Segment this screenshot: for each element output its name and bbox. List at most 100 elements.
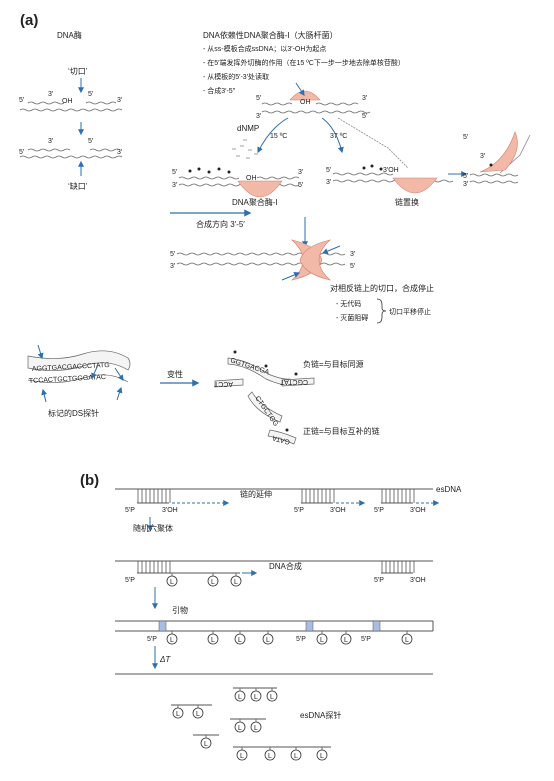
frag-ctgctgg: CTGCTGG	[253, 395, 279, 428]
label-circle	[236, 749, 248, 761]
temp-37c: 37 ºC	[330, 133, 347, 140]
r37-5: 5′	[326, 167, 332, 174]
nick-point-arrow	[295, 82, 305, 96]
nick-oh: OH	[62, 98, 73, 105]
label-circle	[340, 633, 352, 645]
l15-5: 5′	[172, 169, 178, 176]
label-circle	[234, 690, 246, 702]
stop-arrow-right	[321, 245, 341, 254]
r37-3: 3′	[326, 179, 332, 186]
label-letter: L	[170, 579, 174, 586]
label-letter: L	[238, 694, 242, 701]
r1-oh3-c: 3′OH	[410, 507, 426, 514]
rxn-3-right: 3′	[362, 95, 368, 102]
frag-acct: ACCT	[213, 380, 233, 387]
label-letter: L	[254, 725, 258, 732]
label-circle	[166, 633, 178, 645]
label-letter: L	[176, 711, 180, 718]
hexamer-label: 随机六聚体	[133, 523, 173, 533]
label-circle	[250, 721, 262, 733]
label-circle	[200, 737, 212, 749]
probe-final-label: esDNA探针	[300, 710, 341, 720]
hexamer-3	[381, 489, 415, 503]
gap-5-left: 5′	[19, 149, 25, 156]
arrow-15c	[257, 117, 289, 154]
r1-p5-b: 5′P	[294, 507, 304, 514]
cgctat-dot	[294, 372, 298, 376]
primer-label: 引物	[172, 605, 188, 615]
gata-dot	[285, 428, 289, 432]
hexamer-1	[137, 489, 171, 503]
label-circle	[192, 707, 204, 719]
label-letter: L	[270, 694, 274, 701]
label-arrow-2	[91, 364, 99, 380]
oh3-37c: 3′OH	[383, 167, 399, 174]
neg-seq: GGTGACGA	[229, 357, 270, 376]
frag-gata: GATA	[271, 434, 291, 446]
arrow-37c	[321, 117, 344, 154]
r2-p5-a: 5′P	[125, 577, 135, 584]
label-letter: L	[196, 711, 200, 718]
label-letter: L	[254, 694, 258, 701]
synth-label: DNA合成	[269, 561, 302, 571]
label-arrow-5	[116, 386, 123, 401]
label-circle	[234, 721, 246, 733]
label-circle	[250, 690, 262, 702]
stop-result: 切口平移停止	[389, 307, 431, 316]
dnase-title: DNA酶	[57, 30, 82, 40]
pol-bullet-2: - 在5′端发挥外切酶的作用（在15 ºC下一步一步地去除单核苷酸）	[203, 58, 405, 67]
enzyme-stop-b	[299, 239, 332, 281]
stop-title: 对相反链上的切口，合成停止	[330, 283, 434, 293]
primer-box-1	[158, 620, 167, 632]
stop-item-2: - 灭菌阻碍	[336, 313, 368, 322]
dntp-dots-left	[188, 167, 231, 174]
label-circle	[290, 749, 302, 761]
label-letter: L	[266, 637, 270, 644]
ds-probe-shape	[27, 350, 131, 383]
l15-5r: 5′	[298, 182, 304, 189]
pos-label: 正链=与目标互补的链	[303, 426, 380, 436]
label-arrow-3	[114, 367, 124, 381]
r1-p5-a: 5′P	[125, 507, 135, 514]
extension-label: 链的延伸	[240, 489, 272, 499]
label-letter: L	[320, 753, 324, 760]
stop-5: 5′	[170, 251, 176, 258]
label-arrow-4	[41, 388, 48, 403]
gap-dna-duplex	[19, 148, 123, 159]
label-circle	[262, 633, 274, 645]
nick-3-left: 3′	[48, 91, 54, 98]
stop-5r: 5′	[350, 263, 356, 270]
label-letter: L	[211, 637, 215, 644]
r1-p5-c: 5′P	[374, 507, 384, 514]
r1-oh3-a: 3′OH	[162, 507, 178, 514]
stop-3: 3′	[170, 263, 176, 270]
label-circle	[207, 575, 219, 587]
label-circle	[264, 749, 276, 761]
fragment-gata	[267, 429, 297, 445]
esdna-label: esDNA	[436, 485, 462, 494]
hexamer-5	[381, 561, 415, 573]
reaction-oh: OH	[300, 99, 311, 106]
label-letter: L	[320, 637, 324, 644]
stop-3r: 3′	[350, 251, 356, 258]
label-letter: L	[240, 753, 244, 760]
gap-3-left: 3′	[48, 138, 54, 145]
enzyme-top	[289, 90, 321, 101]
label-letter: L	[268, 753, 272, 760]
rxn-3-left: 3′	[256, 113, 262, 120]
denature-label: 变性	[167, 369, 183, 379]
label-letter: L	[204, 741, 208, 748]
label-letter: L	[234, 579, 238, 586]
disp-5: 5′	[463, 134, 469, 141]
nick-5-right: 5′	[88, 91, 94, 98]
pol-bullet-3: - 从模板的5′-3′处读取	[203, 72, 269, 81]
r3-p5-b: 5′P	[296, 636, 306, 643]
displacement-label: 链置换	[395, 197, 419, 207]
temp-15c: 15 ºC	[270, 133, 287, 140]
disp-3: 3′	[480, 153, 486, 160]
r1-oh3-b: 3′OH	[330, 507, 346, 514]
rxn-5-left: 5′	[256, 95, 262, 102]
